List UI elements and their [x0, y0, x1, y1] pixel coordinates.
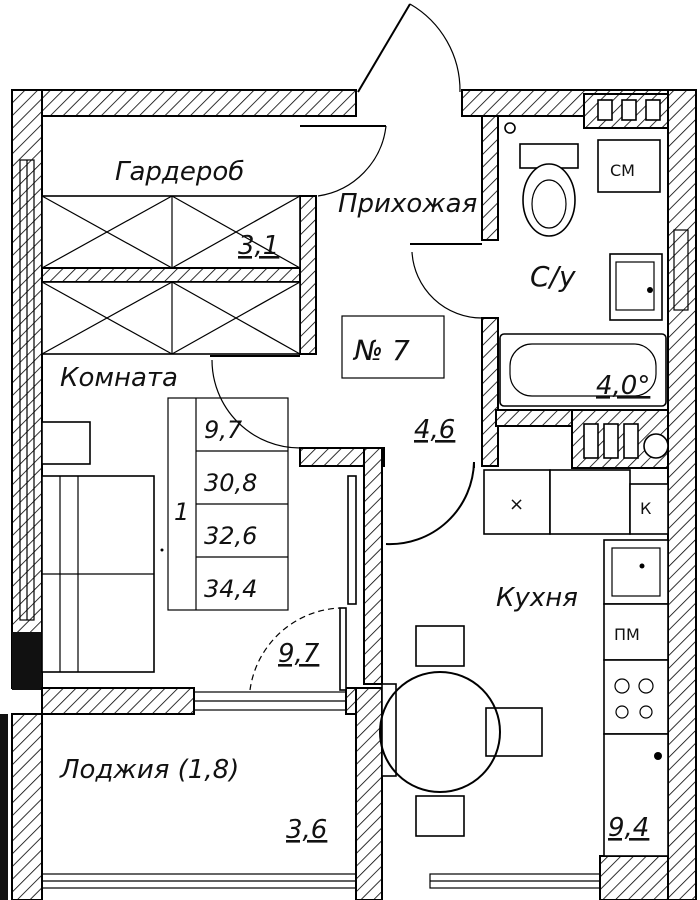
- wall-wardrobe: [299, 195, 317, 355]
- stove-icon: [603, 659, 669, 735]
- area-total-full: 34,4: [204, 575, 257, 603]
- wardrobe-shelves: [41, 195, 301, 355]
- kitchen-door: [385, 461, 475, 546]
- sink-icon: [609, 253, 663, 321]
- bath-door-swing: [411, 251, 483, 319]
- counter: [549, 469, 631, 535]
- rooms-count: 1: [174, 498, 189, 526]
- washer-label: СМ: [610, 161, 635, 180]
- chair-right: [485, 707, 543, 757]
- bath-name: С/у: [530, 260, 576, 293]
- wardrobe-name: Гардероб: [115, 157, 244, 187]
- kitchen-name: Кухня: [496, 583, 578, 613]
- boiler-icon: [629, 483, 669, 535]
- labels: Гардероб 3,1 Прихожая 4,6 С/у 4,0° Комна…: [59, 157, 652, 845]
- dining-table: [379, 671, 501, 793]
- chair-bottom: [415, 795, 465, 837]
- loggia-area: 3,6: [286, 815, 327, 845]
- shelf-divider: [41, 267, 301, 283]
- room-name: Комната: [60, 363, 178, 393]
- room-furniture: [41, 397, 289, 673]
- apartment-number-box: [341, 315, 445, 379]
- wall-kitchen-bottom: [599, 855, 669, 900]
- area-total: 30,8: [204, 469, 257, 497]
- kitchen-sink-icon: [603, 539, 669, 605]
- kitchen-area: 9,4: [608, 813, 649, 843]
- wall-loggia-top: [41, 687, 195, 715]
- hood-cross: ×: [509, 494, 524, 515]
- wall-loggia-left: [11, 713, 43, 900]
- loggia-door-swing: [249, 607, 341, 691]
- loggia-door-leaf: [339, 607, 347, 691]
- wardrobe-door-swing: [317, 125, 387, 197]
- bathroom-fixtures: [499, 93, 669, 407]
- hood-icon: [483, 469, 551, 535]
- drain-icon: [504, 122, 516, 134]
- kitchen-shaft: [583, 423, 669, 459]
- area-total-with-loggia: 32,6: [204, 522, 257, 550]
- toilet-icon: [522, 163, 576, 237]
- boiler-label: К: [640, 499, 652, 518]
- bedside-table: [41, 421, 91, 465]
- apartment-number: № 7: [352, 334, 410, 367]
- washing-machine-icon: [597, 139, 661, 193]
- doors: [210, 3, 483, 691]
- windows: [19, 159, 689, 889]
- wall-loggia-edge: [0, 714, 8, 900]
- window-bath: [673, 229, 689, 311]
- entrance-door-swing: [409, 3, 461, 93]
- room-panel: [347, 475, 357, 605]
- wall-left-column: [12, 632, 42, 690]
- dining-set: [379, 625, 543, 837]
- dishwasher-icon: [603, 603, 669, 661]
- wardrobe-area: 3,1: [238, 231, 279, 261]
- stove-label: ПМ: [614, 625, 640, 644]
- bathtub-icon: [499, 333, 667, 407]
- room-area: 9,7: [278, 639, 320, 669]
- wall-kitchen-left: [363, 447, 383, 685]
- area-living: 9,7: [204, 416, 243, 444]
- shelf-lower: [41, 281, 301, 355]
- loggia-name: Лоджия (1,8): [59, 755, 239, 785]
- kitchen-fixtures: [483, 469, 669, 857]
- wall-bath-upper: [481, 115, 499, 241]
- entrance-door: [357, 3, 411, 93]
- bath-area: 4,0°: [596, 371, 650, 401]
- wall-top-left: [11, 89, 357, 117]
- chair-top: [415, 625, 465, 667]
- wall-bath-lower: [481, 317, 499, 467]
- room-door-swing: [211, 359, 301, 449]
- wall-right: [667, 89, 697, 900]
- wall-kitchen-lower: [355, 687, 383, 900]
- hall-name: Прихожая: [338, 189, 477, 219]
- hall-area: 4,6: [414, 415, 455, 445]
